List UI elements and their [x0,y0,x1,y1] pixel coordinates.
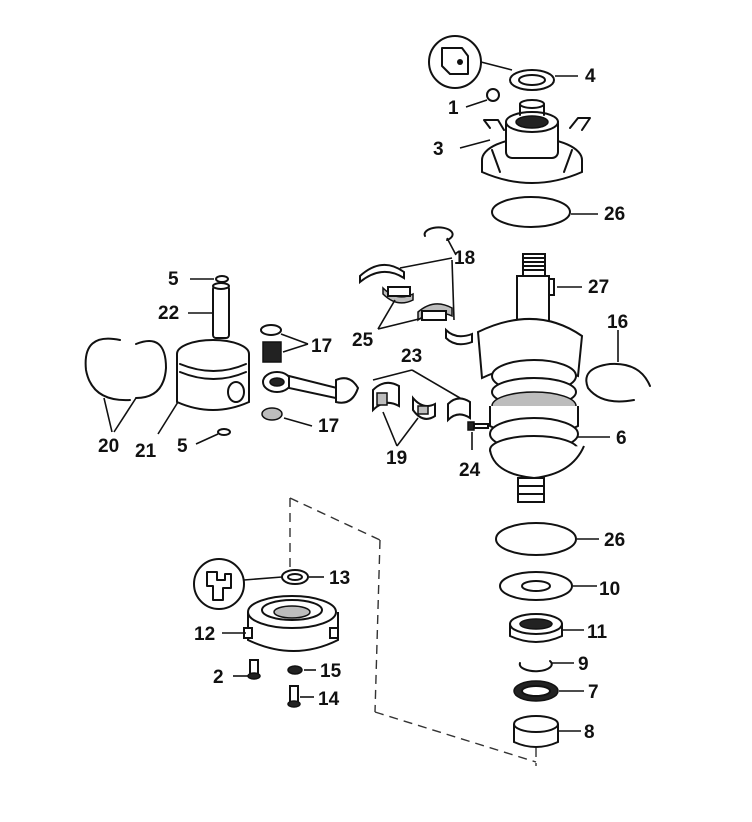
callout-22: 22 [158,303,179,324]
callout-7: 7 [588,682,599,703]
part-16-retaining-ring [585,362,651,403]
part-11-ball-bearing [509,613,563,643]
connecting-rod [262,371,360,404]
part-2-screw [247,659,261,680]
part-3-upper-bearing-housing [481,99,591,184]
part-10-thrust-washer [499,571,573,601]
callout-17-lower: 17 [318,416,339,437]
assembly-guide-lines [289,497,537,766]
callout-26-lower: 26 [604,530,625,551]
callout-26-upper: 26 [604,204,625,225]
callout-15: 15 [320,661,342,682]
callout-27: 27 [588,277,609,298]
callout-5-upper: 5 [168,269,179,290]
part-13-seal [281,569,309,585]
part-1-check-ball [486,88,500,102]
part-26-o-ring-upper [491,196,571,228]
callout-14: 14 [318,689,340,710]
part-22-piston-pin [212,285,230,339]
callout-10: 10 [599,579,620,600]
callout-16: 16 [607,312,628,333]
part-8-sleeve [513,715,559,748]
part-17-washer-lower [261,407,283,421]
part-24-screw [467,421,489,431]
callout-12: 12 [194,624,215,645]
part-26-o-ring-lower [495,522,577,556]
callout-2: 2 [213,667,224,688]
part-5-pin-retainer-lower [217,428,231,436]
part-17-bearing-upper [260,324,282,363]
callout-17-upper: 17 [311,336,332,357]
part-21-piston [176,339,250,411]
callout-6: 6 [616,428,627,449]
callout-24: 24 [459,460,481,481]
lubricant-tube-icon [193,558,245,610]
callout-1: 1 [448,98,459,119]
callout-4: 4 [585,66,596,87]
part-14-screw [287,685,301,708]
callout-9: 9 [578,654,589,675]
part-15-washer [287,665,303,675]
part-20-piston-rings [84,337,167,402]
callout-23: 23 [401,346,422,367]
part-7-seal [513,680,559,702]
sealant-tube-icon [428,35,482,89]
part-9-snap-ring [518,660,553,673]
callout-19: 19 [386,448,407,469]
part-12-lower-bearing-housing [243,595,339,652]
callout-13: 13 [329,568,350,589]
callout-5-lower: 5 [177,436,188,457]
callout-21: 21 [135,441,157,462]
part-19-rod-bearing-cages [372,381,471,423]
callout-20: 20 [98,436,119,457]
part-6-crankshaft [476,253,585,503]
callout-11: 11 [587,622,608,643]
callout-8: 8 [584,722,595,743]
callout-18: 18 [454,248,475,269]
part-25-bearing-cages [359,264,473,346]
part-18-retaining-ring [423,226,454,241]
part-5-pin-retainer-upper [215,275,229,283]
part-4-seal [509,69,555,91]
callout-25: 25 [352,330,374,351]
callout-3: 3 [433,139,444,160]
